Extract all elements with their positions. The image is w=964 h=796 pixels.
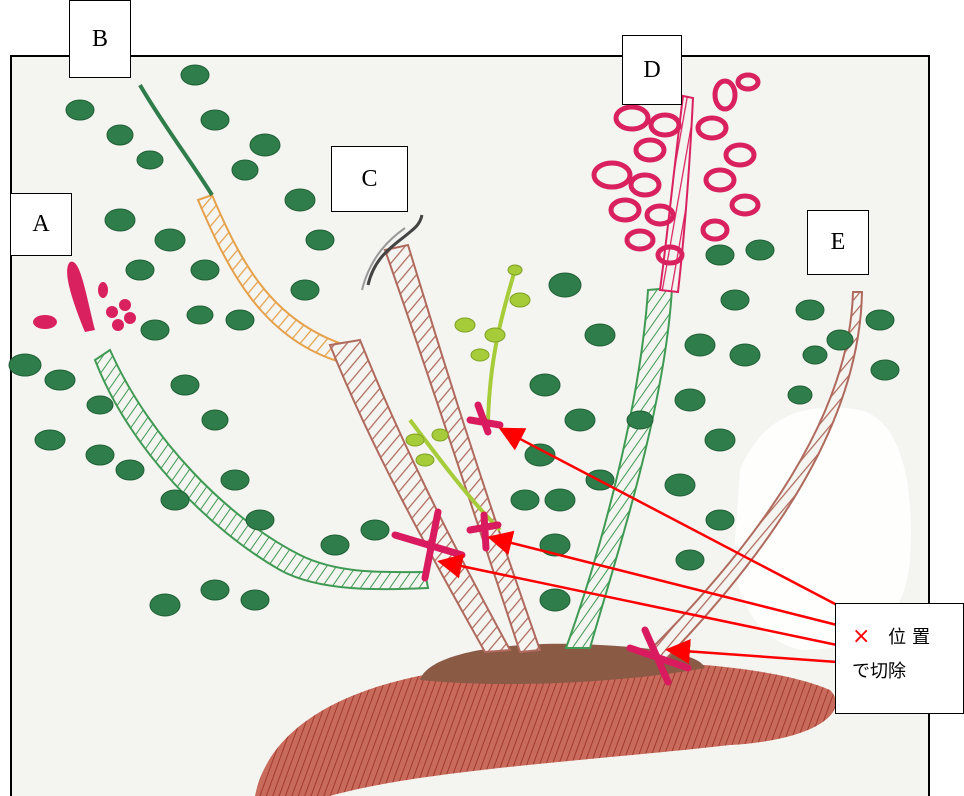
label-e: E: [807, 210, 869, 275]
note-line-1: × 位置: [852, 620, 953, 655]
label-d: D: [622, 35, 682, 105]
label-a: A: [10, 193, 72, 256]
cut-position-note: × 位置 で切除: [835, 603, 964, 714]
flowers-a: [33, 262, 136, 332]
branch-b-stem: [198, 195, 345, 362]
label-b: B: [69, 0, 131, 78]
label-c: C: [331, 146, 408, 212]
note-text-1: 位置: [888, 627, 936, 648]
branch-d-stem: [566, 288, 672, 648]
cross-mark-icon: ×: [852, 624, 876, 649]
note-line-2: で切除: [852, 655, 953, 689]
